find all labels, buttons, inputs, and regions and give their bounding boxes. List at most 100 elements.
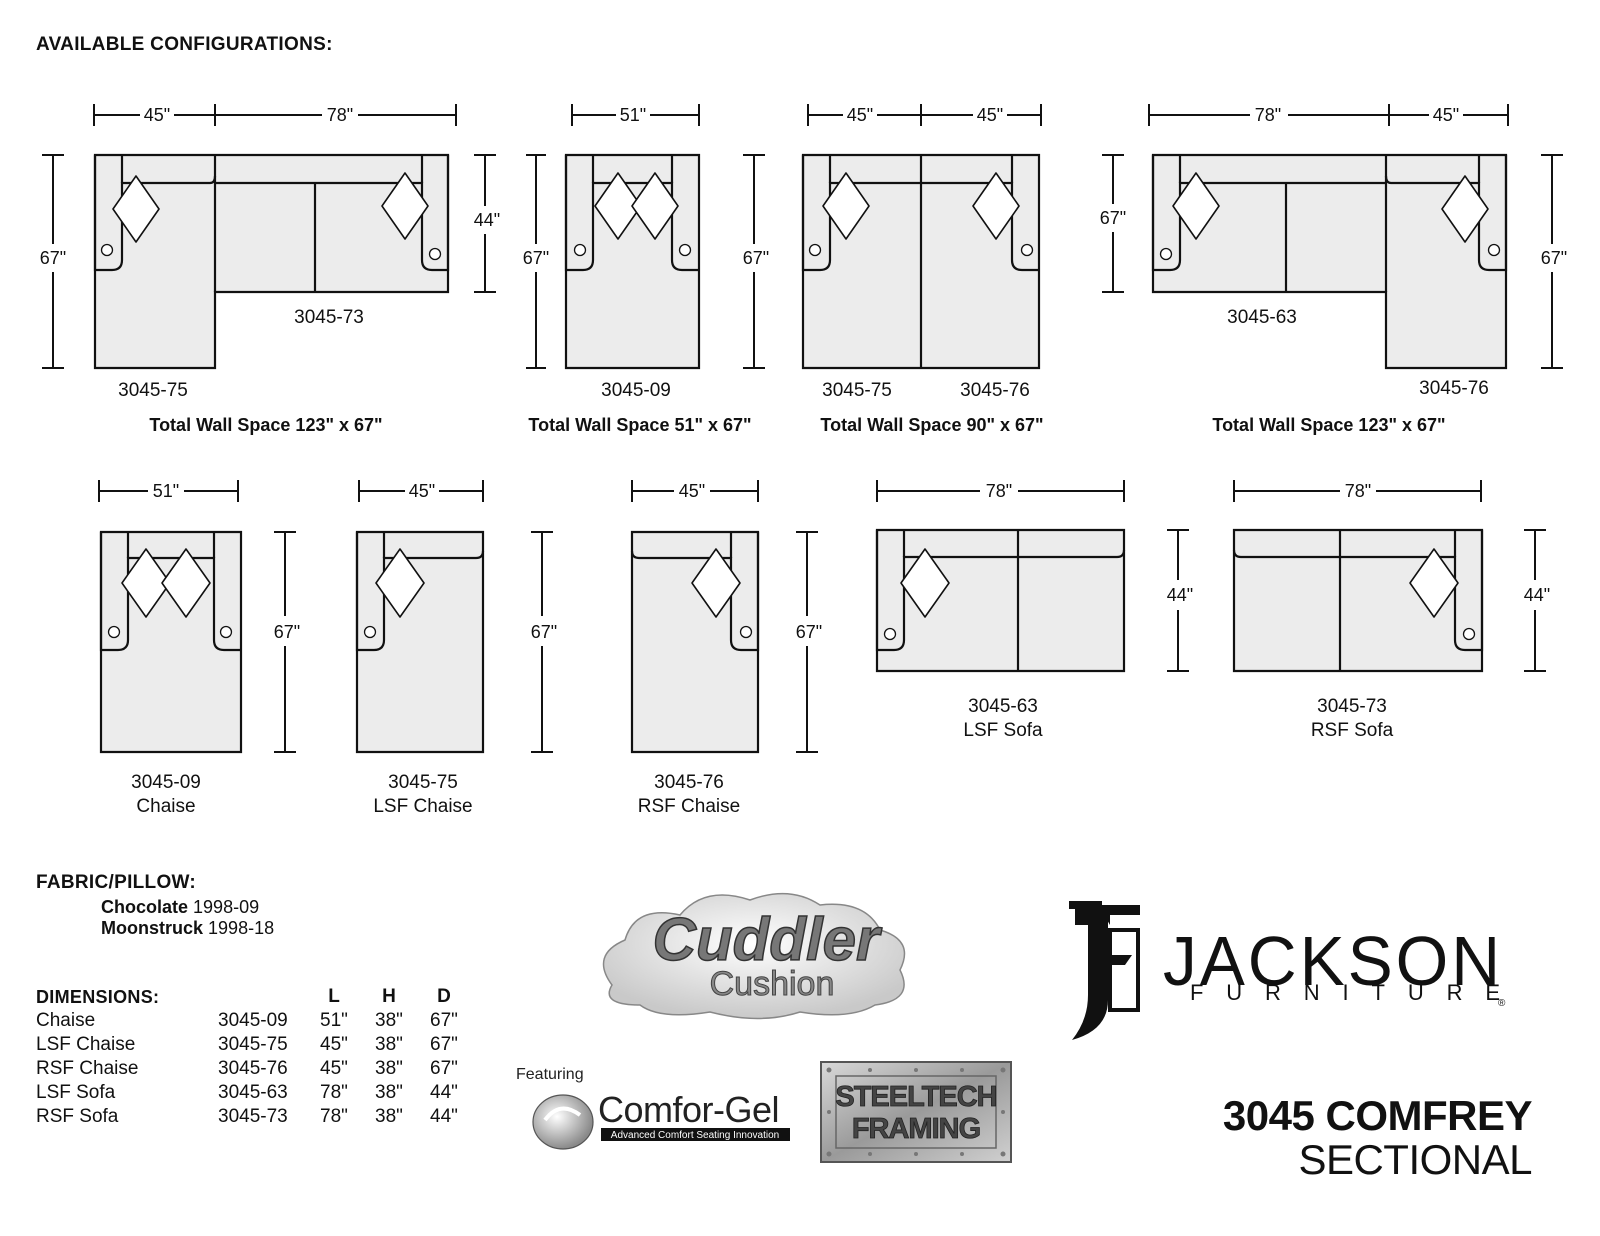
table-row: LSF Chaise 3045-75 45" 38" 67" bbox=[36, 1033, 472, 1057]
piece-lsf-sofa-drawing bbox=[875, 528, 1126, 673]
table-header-row: DIMENSIONS: L H D bbox=[36, 985, 472, 1009]
chaise-name: Chaise bbox=[136, 796, 195, 817]
piece-rsf-sofa-drawing bbox=[1232, 528, 1484, 673]
dimensions-heading: DIMENSIONS: bbox=[36, 987, 160, 1007]
c4-width-right: 45" bbox=[1433, 105, 1459, 125]
chaise-width: 51" bbox=[153, 481, 179, 501]
table-row: Chaise 3045-09 51" 38" 67" bbox=[36, 1009, 472, 1033]
c3-total-wall-space: Total Wall Space 90" x 67" bbox=[820, 415, 1043, 435]
cushion-text: Cushion bbox=[710, 965, 835, 1003]
c2-depth-right: 67" bbox=[743, 248, 769, 268]
jackson-furniture-logo: JACKSON FURNITURE ® bbox=[1069, 901, 1506, 1040]
featuring-text: Featuring bbox=[516, 1066, 584, 1083]
row-l: 51" bbox=[320, 1010, 348, 1031]
c1-total-wall-space: Total Wall Space 123" x 67" bbox=[149, 415, 382, 435]
lsf-chaise-width: 45" bbox=[409, 481, 435, 501]
rsf-chaise-name: RSF Chaise bbox=[638, 796, 740, 817]
config-3-drawing bbox=[801, 153, 1041, 370]
col-d: D bbox=[437, 986, 451, 1007]
c3-width-right: 45" bbox=[977, 105, 1003, 125]
c2-depth-left: 67" bbox=[523, 248, 549, 268]
row-h: 38" bbox=[375, 1010, 403, 1031]
lsf-sofa-depth: 44" bbox=[1167, 585, 1193, 605]
c3-label-right: 3045-76 bbox=[960, 380, 1030, 401]
furniture-text: FURNITURE bbox=[1190, 980, 1500, 1005]
row-l: 45" bbox=[320, 1034, 348, 1055]
lsf-sofa-name: LSF Sofa bbox=[963, 720, 1043, 741]
c4-label-sofa: 3045-63 bbox=[1227, 307, 1297, 328]
page-heading: AVAILABLE CONFIGURATIONS: bbox=[36, 34, 333, 55]
col-h: H bbox=[382, 986, 396, 1007]
fabric-item: Moonstruck 1998-18 bbox=[101, 918, 274, 939]
framing-text: FRAMING bbox=[852, 1113, 980, 1145]
comfor-gel-tagline: Advanced Comfort Seating Innovation bbox=[611, 1130, 779, 1141]
gel-drop-icon bbox=[532, 1094, 594, 1150]
cuddler-cushion-logo: Cuddler Cushion bbox=[602, 892, 906, 1020]
c4-depth-left: 67" bbox=[1100, 208, 1126, 228]
rsf-chaise-width: 45" bbox=[679, 481, 705, 501]
lsf-sofa-code: 3045-63 bbox=[968, 696, 1038, 717]
row-h: 38" bbox=[375, 1058, 403, 1079]
c2-total-wall-space: Total Wall Space 51" x 67" bbox=[528, 415, 751, 435]
c1-label-sofa: 3045-73 bbox=[294, 307, 364, 328]
chaise-code: 3045-09 bbox=[131, 772, 201, 793]
piece-chaise-drawing bbox=[99, 530, 243, 754]
lsf-chaise-name: LSF Chaise bbox=[373, 796, 472, 817]
c4-depth-right: 67" bbox=[1541, 248, 1567, 268]
config-2-drawing bbox=[564, 153, 701, 370]
row-name: LSF Sofa bbox=[36, 1082, 116, 1103]
col-l: L bbox=[328, 986, 340, 1007]
row-code: 3045-73 bbox=[218, 1106, 288, 1127]
rsf-sofa-code: 3045-73 bbox=[1317, 696, 1387, 717]
piece-diagrams: 51" 67" 45" 67" 45" 67" 78" 44" 78" 44" … bbox=[98, 480, 1550, 817]
rsf-sofa-name: RSF Sofa bbox=[1311, 720, 1394, 741]
table-row: RSF Chaise 3045-76 45" 38" 67" bbox=[36, 1057, 472, 1081]
row-name: LSF Chaise bbox=[36, 1034, 136, 1055]
row-code: 3045-63 bbox=[218, 1082, 288, 1103]
row-h: 38" bbox=[375, 1082, 403, 1103]
piece-lsf-chaise-drawing bbox=[355, 530, 485, 754]
c1-width-right: 78" bbox=[327, 105, 353, 125]
row-d: 44" bbox=[430, 1082, 458, 1103]
configuration-diagrams-top: 45" 78" 67" 44" 51" 67" 67" 45" 45" 78" … bbox=[40, 104, 1567, 435]
piece-rsf-chaise-drawing bbox=[630, 530, 760, 754]
row-name: Chaise bbox=[36, 1010, 96, 1031]
c2-label: 3045-09 bbox=[601, 380, 671, 401]
c4-width-left: 78" bbox=[1255, 105, 1281, 125]
comfor-gel-logo: Featuring Comfor-Gel Advanced Comfort Se… bbox=[516, 1066, 790, 1150]
c3-width-left: 45" bbox=[847, 105, 873, 125]
lsf-sofa-width: 78" bbox=[986, 481, 1012, 501]
rsf-chaise-depth: 67" bbox=[796, 622, 822, 642]
lsf-chaise-depth: 67" bbox=[531, 622, 557, 642]
c1-label-chaise: 3045-75 bbox=[118, 380, 188, 401]
row-d: 67" bbox=[430, 1010, 458, 1031]
c4-label-chaise: 3045-76 bbox=[1419, 378, 1489, 399]
c3-label-left: 3045-75 bbox=[822, 380, 892, 401]
c4-total-wall-space: Total Wall Space 123" x 67" bbox=[1212, 415, 1445, 435]
c1-depth-left: 67" bbox=[40, 248, 66, 268]
steeltech-text: STEELTECH bbox=[835, 1081, 996, 1113]
c2-width: 51" bbox=[620, 105, 646, 125]
row-l: 78" bbox=[320, 1106, 348, 1127]
logos: Cuddler Cushion Featuring Comfor-Gel Adv… bbox=[516, 892, 1506, 1163]
row-d: 67" bbox=[430, 1034, 458, 1055]
comfor-gel-text: Comfor-Gel bbox=[598, 1089, 779, 1130]
fabric-item: Chocolate 1998-09 bbox=[101, 897, 259, 918]
fabric-name: Moonstruck bbox=[101, 918, 204, 938]
config-4-drawing bbox=[1151, 153, 1508, 370]
cuddler-text: Cuddler bbox=[653, 906, 883, 973]
row-h: 38" bbox=[375, 1034, 403, 1055]
row-d: 44" bbox=[430, 1106, 458, 1127]
table-row: RSF Sofa 3045-73 78" 38" 44" bbox=[36, 1105, 472, 1129]
rsf-sofa-width: 78" bbox=[1345, 481, 1371, 501]
rsf-chaise-code: 3045-76 bbox=[654, 772, 724, 793]
fabric-heading: FABRIC/PILLOW: bbox=[36, 872, 197, 893]
c1-width-left: 45" bbox=[144, 105, 170, 125]
row-name: RSF Chaise bbox=[36, 1058, 139, 1079]
row-l: 45" bbox=[320, 1058, 348, 1079]
c1-depth-right: 44" bbox=[474, 210, 500, 230]
product-subtitle: SECTIONAL bbox=[1298, 1136, 1532, 1183]
row-h: 38" bbox=[375, 1106, 403, 1127]
product-title: 3045 COMFREY bbox=[1222, 1092, 1533, 1139]
lsf-chaise-code: 3045-75 bbox=[388, 772, 458, 793]
